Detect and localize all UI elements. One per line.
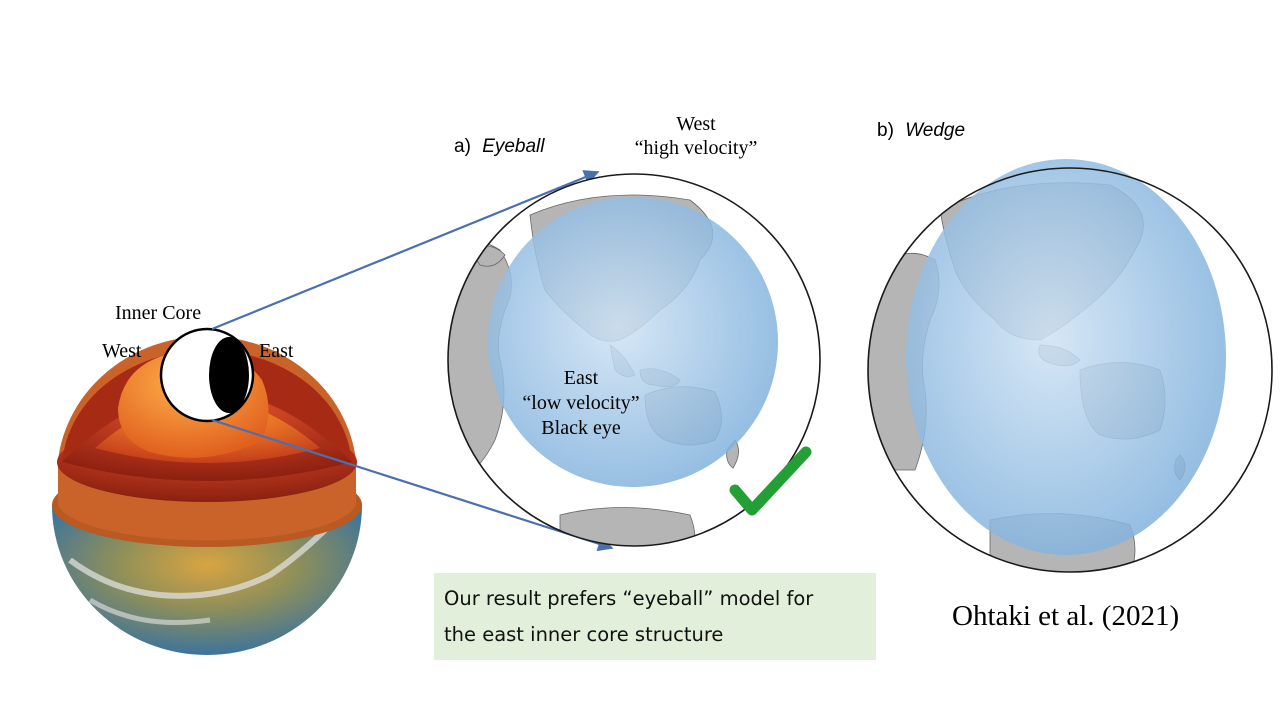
inner-core-title: Inner Core: [115, 302, 202, 324]
panel-b-header: b) Wedge: [877, 120, 965, 142]
arrow-to-east: [211, 418, 614, 552]
callout-line-1: Our result prefers “eyeball” model for: [444, 587, 814, 610]
arrow-to-west: [211, 170, 600, 331]
eyeball-model-globe: [447, 173, 821, 547]
panel-a-tag: a): [454, 136, 471, 157]
west-label-block: West “high velocity”: [616, 112, 776, 160]
panel-b-tag: b): [877, 120, 894, 141]
citation: Ohtaki et al. (2021): [952, 600, 1180, 632]
check-mark-icon: [729, 446, 812, 516]
result-callout-box: Our result prefers “eyeball” model for t…: [434, 573, 876, 660]
west-label: West: [676, 113, 716, 135]
inner-core-east-label: East: [259, 340, 294, 362]
wedge-model-globe: [867, 159, 1273, 573]
east-low-velocity-label: “low velocity”: [522, 392, 640, 414]
low-velocity-region: [488, 197, 778, 487]
east-label-block: East “low velocity” Black eye: [498, 366, 664, 441]
black-eye-label: Black eye: [541, 417, 621, 439]
inner-core-west-label: West: [102, 340, 142, 362]
west-high-velocity-label: “high velocity”: [634, 137, 758, 159]
eyeball-icon: [159, 327, 255, 423]
panel-a-header: a) Eyeball: [454, 136, 545, 158]
east-label: East: [563, 367, 599, 389]
panel-b-name: Wedge: [905, 120, 966, 141]
panel-a-name: Eyeball: [482, 136, 545, 157]
callout-line-2: the east inner core structure: [444, 623, 724, 646]
wedge-velocity-region: [906, 159, 1226, 555]
